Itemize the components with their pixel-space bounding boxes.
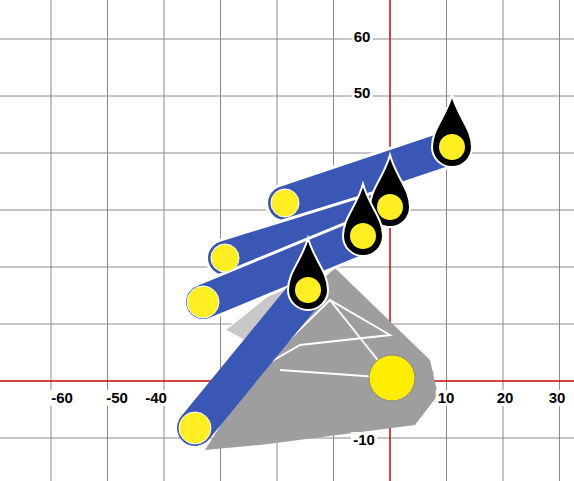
teardrop-marker: [288, 238, 328, 310]
teardrop-marker: [432, 95, 472, 167]
pivot: [439, 134, 465, 160]
axis-tick-label: -10: [351, 432, 377, 448]
axis-tick-label: 60: [352, 29, 373, 45]
axis-tick-label: -60: [49, 390, 75, 406]
axis-tick-label: 10: [436, 390, 457, 406]
teardrop-marker: [343, 184, 383, 256]
pivot: [377, 194, 403, 220]
position-markers: [288, 95, 472, 310]
pivot: [295, 277, 321, 303]
crank-links: [195, 147, 452, 428]
axis-tick-label: -40: [143, 390, 169, 406]
axis-tick-label: -50: [104, 390, 130, 406]
pivot: [350, 223, 376, 249]
axis-tick-label: 20: [495, 390, 516, 406]
axis-tick-label: 50: [352, 85, 373, 101]
axis-tick-label: 30: [547, 390, 568, 406]
